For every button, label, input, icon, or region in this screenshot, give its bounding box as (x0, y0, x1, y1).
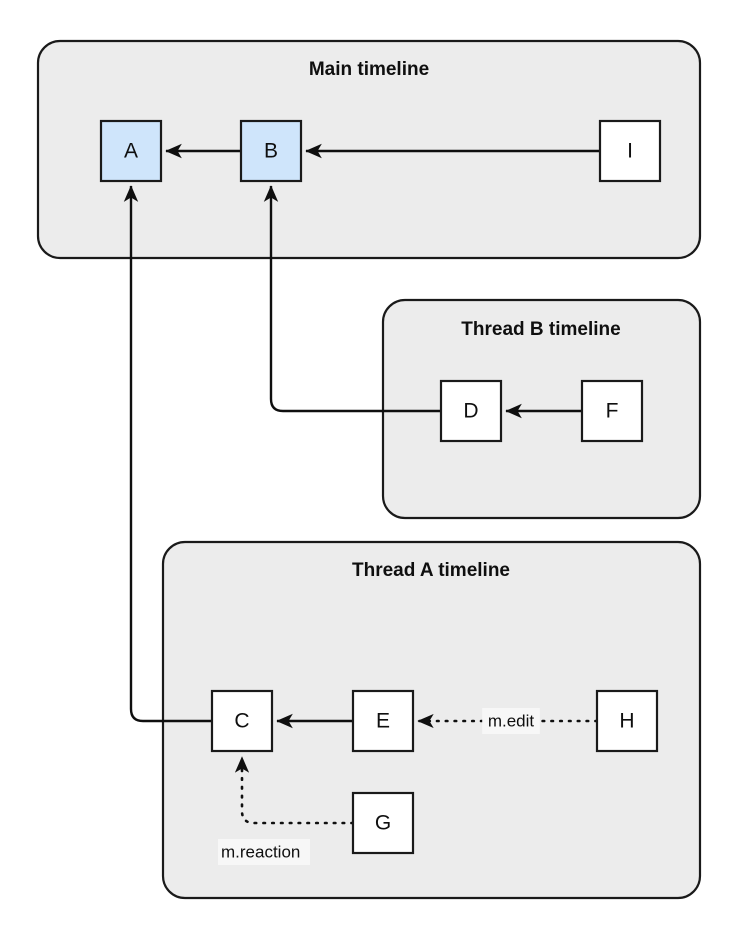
event-node-box[interactable] (351, 689, 415, 753)
timeline-group-box (36, 39, 702, 260)
timeline-group-box (381, 298, 702, 520)
event-node-box[interactable] (99, 119, 163, 183)
timeline-group-main: Main timeline (36, 39, 702, 260)
event-node-a[interactable]: A (99, 119, 163, 183)
edge-label-backdrop (218, 839, 310, 865)
edge-labels-layer: m.edit m.reaction (218, 708, 540, 865)
edge-label-backdrop (482, 708, 540, 734)
event-node-label: E (376, 710, 390, 733)
event-node-h[interactable]: H (595, 689, 659, 753)
event-node-box[interactable] (210, 689, 274, 753)
event-node-c[interactable]: C (210, 689, 274, 753)
event-node-box[interactable] (351, 791, 415, 855)
edge-label-text: m.reaction (221, 842, 300, 861)
event-node-d[interactable]: D (439, 379, 503, 443)
event-node-i[interactable]: I (598, 119, 662, 183)
event-node-label: A (124, 140, 138, 163)
edge-c-to-a (123, 185, 212, 723)
edge-d-to-b (263, 185, 441, 413)
event-node-label: G (375, 812, 391, 835)
timeline-group-threadB: Thread B timeline (381, 298, 702, 520)
event-node-box[interactable] (439, 379, 503, 443)
event-node-e[interactable]: E (351, 689, 415, 753)
event-node-f[interactable]: F (580, 379, 644, 443)
nodes-layer: A B I D F C E H G (99, 119, 662, 855)
event-node-label: F (606, 400, 619, 423)
event-node-label: D (463, 400, 478, 423)
event-node-g[interactable]: G (351, 791, 415, 855)
edge-label-text: m.edit (488, 711, 535, 730)
timeline-group-title: Thread B timeline (461, 319, 620, 340)
edge-g-to-c (234, 755, 355, 825)
timeline-group-title: Main timeline (309, 59, 429, 80)
edge-label-g-to-c: m.reaction (218, 839, 310, 865)
event-node-box[interactable] (239, 119, 303, 183)
event-node-label: I (627, 140, 633, 163)
edge-label-h-to-e: m.edit (482, 708, 540, 734)
event-node-box[interactable] (595, 689, 659, 753)
timeline-group-title: Thread A timeline (352, 560, 510, 581)
event-node-label: C (234, 710, 249, 733)
event-node-box[interactable] (598, 119, 662, 183)
event-node-box[interactable] (580, 379, 644, 443)
event-node-b[interactable]: B (239, 119, 303, 183)
event-node-label: B (264, 140, 278, 163)
event-node-label: H (619, 710, 634, 733)
